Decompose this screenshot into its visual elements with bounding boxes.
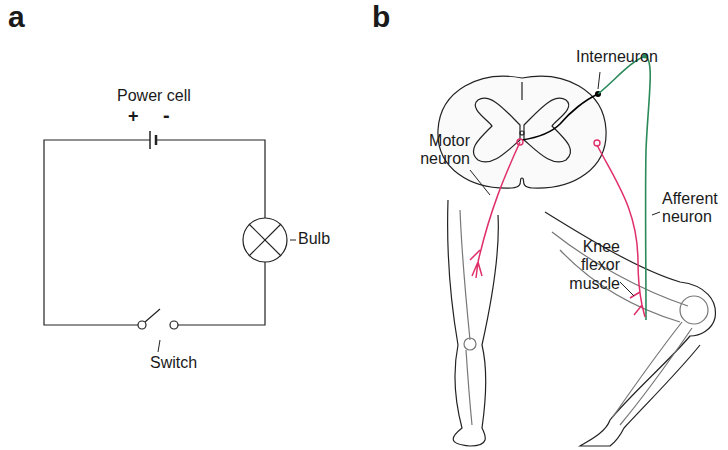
part-label: Interneuron: [576, 48, 658, 66]
leader-line: [470, 170, 490, 195]
motor-neuron-fiber: [470, 142, 520, 278]
part-label: Motor neuron: [390, 132, 470, 169]
polarity-sign: +: [128, 106, 139, 127]
circuit: [44, 131, 287, 329]
motor-neuron-body: [517, 139, 523, 145]
motor-neuron-body: [594, 140, 600, 146]
panel-letter: b: [372, 0, 390, 35]
part-label: Afferent neuron: [662, 190, 724, 227]
polarity-sign: -: [163, 104, 170, 127]
leader-line: [290, 240, 296, 241]
component-label: Switch: [150, 354, 197, 372]
component-label: Bulb: [298, 230, 330, 248]
leader-line: [598, 72, 600, 89]
leader-line: [652, 212, 660, 215]
component-label: Power cell: [117, 87, 191, 105]
leader-line: [158, 340, 160, 352]
leader-line: [620, 282, 634, 296]
legs: [448, 200, 716, 446]
part-label: Knee flexor muscle: [548, 238, 620, 293]
interneuron-fiber: [522, 94, 598, 140]
panel-letter: a: [8, 0, 25, 35]
